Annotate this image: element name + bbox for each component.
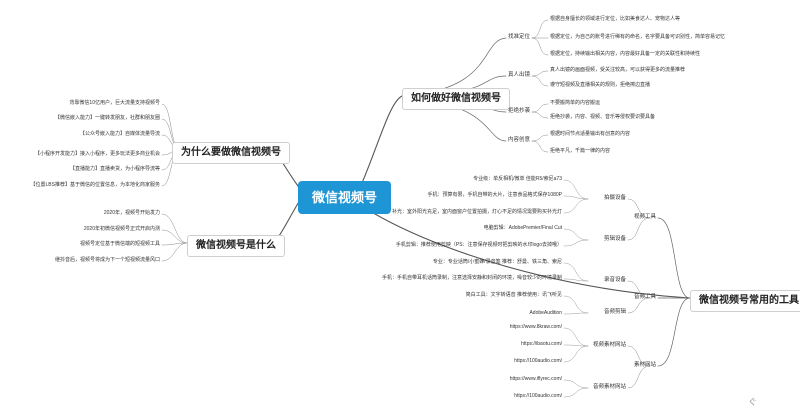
leaf-text: 【公众号嵌入能力】自媒体流量导流 — [79, 131, 160, 137]
leaf-text: 真人出镜的画面视频，受关注较高，可以获得更多的流量推荐 — [550, 67, 686, 73]
leaf-text: 拒绝抄袭，内容、视频、音乐等侵权要识要具备 — [550, 114, 656, 120]
leaf-text: 【位置LBS推荐】基于微信的位置信息，为本地化商家服务 — [30, 182, 160, 188]
link-text[interactable]: https://100audio.com/ — [514, 393, 562, 399]
root-node[interactable]: 微信视频号 — [298, 181, 392, 214]
subgroup-audio-sites[interactable]: 音频素材网站 — [592, 384, 626, 390]
leaf-text: 2020年，视频号开始发力 — [103, 210, 160, 216]
leaf-text: 根据定位，为自己的账号进行稀有的命名，名字要具备可识别性，简单容易记忆 — [550, 34, 726, 40]
leaf-text: 手机：预算有限，手机自带的大片，注意食品格式保存1080P — [427, 192, 562, 198]
group-audio-tools[interactable]: 音频工具 — [633, 294, 656, 300]
branch-why[interactable]: 为什么要做微信视频号 — [172, 142, 290, 164]
subgroup-video-sites[interactable]: 视频素材网站 — [592, 342, 626, 348]
link-text[interactable]: https://www.iflyrec.com/ — [509, 376, 562, 382]
link-text[interactable]: https://ibaotu.com/ — [521, 341, 562, 347]
link-text[interactable]: https://100audio.com/ — [514, 358, 562, 364]
group-real-person[interactable]: 真人出镜 — [508, 72, 531, 78]
group-no-plagiarism[interactable]: 拒绝抄袭 — [508, 108, 531, 114]
leaf-text: 【微信嵌入能力】一键转发朋友，社群和朋友圈 — [54, 115, 160, 121]
subgroup-editing[interactable]: 剪辑设备 — [603, 236, 626, 242]
leaf-text: 根据自身擅长的领域进行定位，比如美食达人、宠物达人等 — [550, 16, 681, 22]
leaf-text: 专业：专业话筒/小蜜蜂/录音笔 推荐：舒曼、铁三角、索尼 — [432, 259, 562, 265]
group-creativity[interactable]: 内容创意 — [508, 137, 531, 143]
subgroup-recording[interactable]: 录音设备 — [603, 277, 626, 283]
leaf-text: 2020年初微信视频号正式开启内测 — [83, 226, 160, 232]
group-positioning[interactable]: 找准定位 — [508, 34, 531, 40]
link-root-tools — [359, 204, 691, 299]
subgroup-shooting[interactable]: 拍摄设备 — [603, 195, 626, 201]
leaf-text: 遵守短视频及直播相关的规则，拒绝擦边直播 — [550, 82, 651, 88]
leaf-text: 补光：室外阳光充足，室内面窗户位置拍摄，灯心不足的情况需要购买补光灯 — [391, 209, 562, 215]
group-video-tools[interactable]: 视频工具 — [633, 214, 656, 220]
watermark: ぐ — [748, 397, 758, 407]
branch-how-to[interactable]: 如何做好微信视频号 — [402, 88, 510, 110]
leaf-text: 专业级：单反相机/微单 佳能R5/索尼a73 — [473, 176, 562, 182]
group-material-sites[interactable]: 素材网站 — [633, 362, 656, 368]
leaf-text: 拒绝平凡，千篇一律的内容 — [550, 148, 611, 154]
branch-tools[interactable]: 微信视频号常用的工具 — [690, 290, 800, 312]
leaf-text: 根据时间节点适量输出有创意的内容 — [550, 131, 631, 137]
leaf-text: 手机：手机自带耳机话筒录制，注意选择安静和封闭的环境，噪音较少的环境录制 — [381, 275, 562, 281]
leaf-text: 【直播能力】直播卖货，为小程序导流等 — [69, 166, 160, 172]
subgroup-audio-editing[interactable]: 音频剪辑 — [603, 309, 626, 315]
link-text[interactable]: https://www.8kraw.com/ — [509, 324, 562, 330]
leaf-text: 【小程序开发能力】接入小程序，更多玩法更多商业机会 — [34, 151, 160, 157]
leaf-text: 简白工具：文字转语音 推荐使用：讯飞听见 — [465, 292, 562, 298]
leaf-text: 不要搬简单的内容搬运 — [550, 100, 601, 106]
leaf-text: 手机剪辑：推荐使用剪映（PS：注意保存视频时把剪映的水印logo去掉哦） — [395, 242, 562, 248]
leaf-text: 电脑剪辑：AdobePremier/Final Cut — [483, 225, 562, 231]
leaf-text: 视频号定位基于微信端的短视频工具 — [79, 241, 160, 247]
leaf-text: 背靠微信10亿用户，巨大流量支持视频号 — [69, 100, 160, 106]
leaf-text: 根据定位，持续输出相关内容，内容最好具备一定的关联性和持续性 — [550, 51, 701, 57]
link-root-how — [361, 95, 403, 184]
leaf-text: AdobeAudition — [529, 310, 562, 316]
branch-what[interactable]: 微信视频号是什么 — [187, 235, 285, 257]
leaf-text: 继抖音后，视频号将成为下一个短视频流量风口 — [54, 257, 160, 263]
